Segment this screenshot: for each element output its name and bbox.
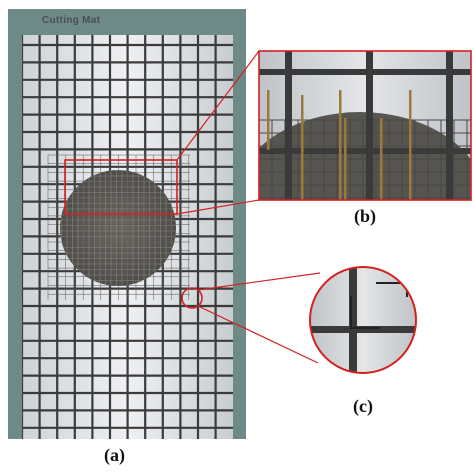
detail-c-background [310, 267, 416, 373]
detail-b-panel [258, 50, 472, 201]
connector-c-top [197, 272, 321, 291]
connector-b-top [176, 50, 260, 161]
label-c: (c) [353, 396, 373, 416]
detail-b-frame [258, 50, 472, 201]
detail-b-content [259, 51, 471, 200]
detail-b-rod-1 [267, 90, 270, 150]
connector-c-bottom [197, 305, 319, 364]
detail-c-frame [309, 266, 417, 374]
detail-b-marker [64, 159, 178, 215]
detail-b-fine-grid [259, 119, 471, 200]
detail-b-bar-h2 [259, 148, 471, 154]
detail-b-rod-5 [380, 118, 383, 200]
detail-b-rod-4 [344, 118, 347, 200]
detail-b-bar-v1 [285, 51, 292, 200]
connector-b-bottom [176, 199, 260, 215]
detail-b-bar-v2 [366, 51, 373, 200]
specimen-disc [60, 170, 176, 286]
detail-b-bar-v3 [446, 51, 453, 200]
label-b: (b) [354, 206, 376, 226]
detail-c-marker [181, 287, 203, 309]
detail-c-corner-l [350, 296, 380, 329]
detail-c-bar-h [310, 326, 416, 333]
detail-b-rod-3 [339, 90, 342, 200]
cutting-mat-panel [8, 9, 321, 439]
label-a: (a) [104, 445, 125, 465]
detail-c-panel [309, 266, 417, 374]
detail-b-rod-2 [301, 95, 304, 200]
detail-b-bar-h1 [259, 69, 471, 75]
detail-c-bar-v [349, 267, 357, 373]
detail-b-dome [259, 112, 471, 200]
mat-title: Cutting Mat [42, 15, 101, 26]
detail-b-rod-6 [409, 90, 412, 200]
refined-grid-region [47, 154, 190, 300]
